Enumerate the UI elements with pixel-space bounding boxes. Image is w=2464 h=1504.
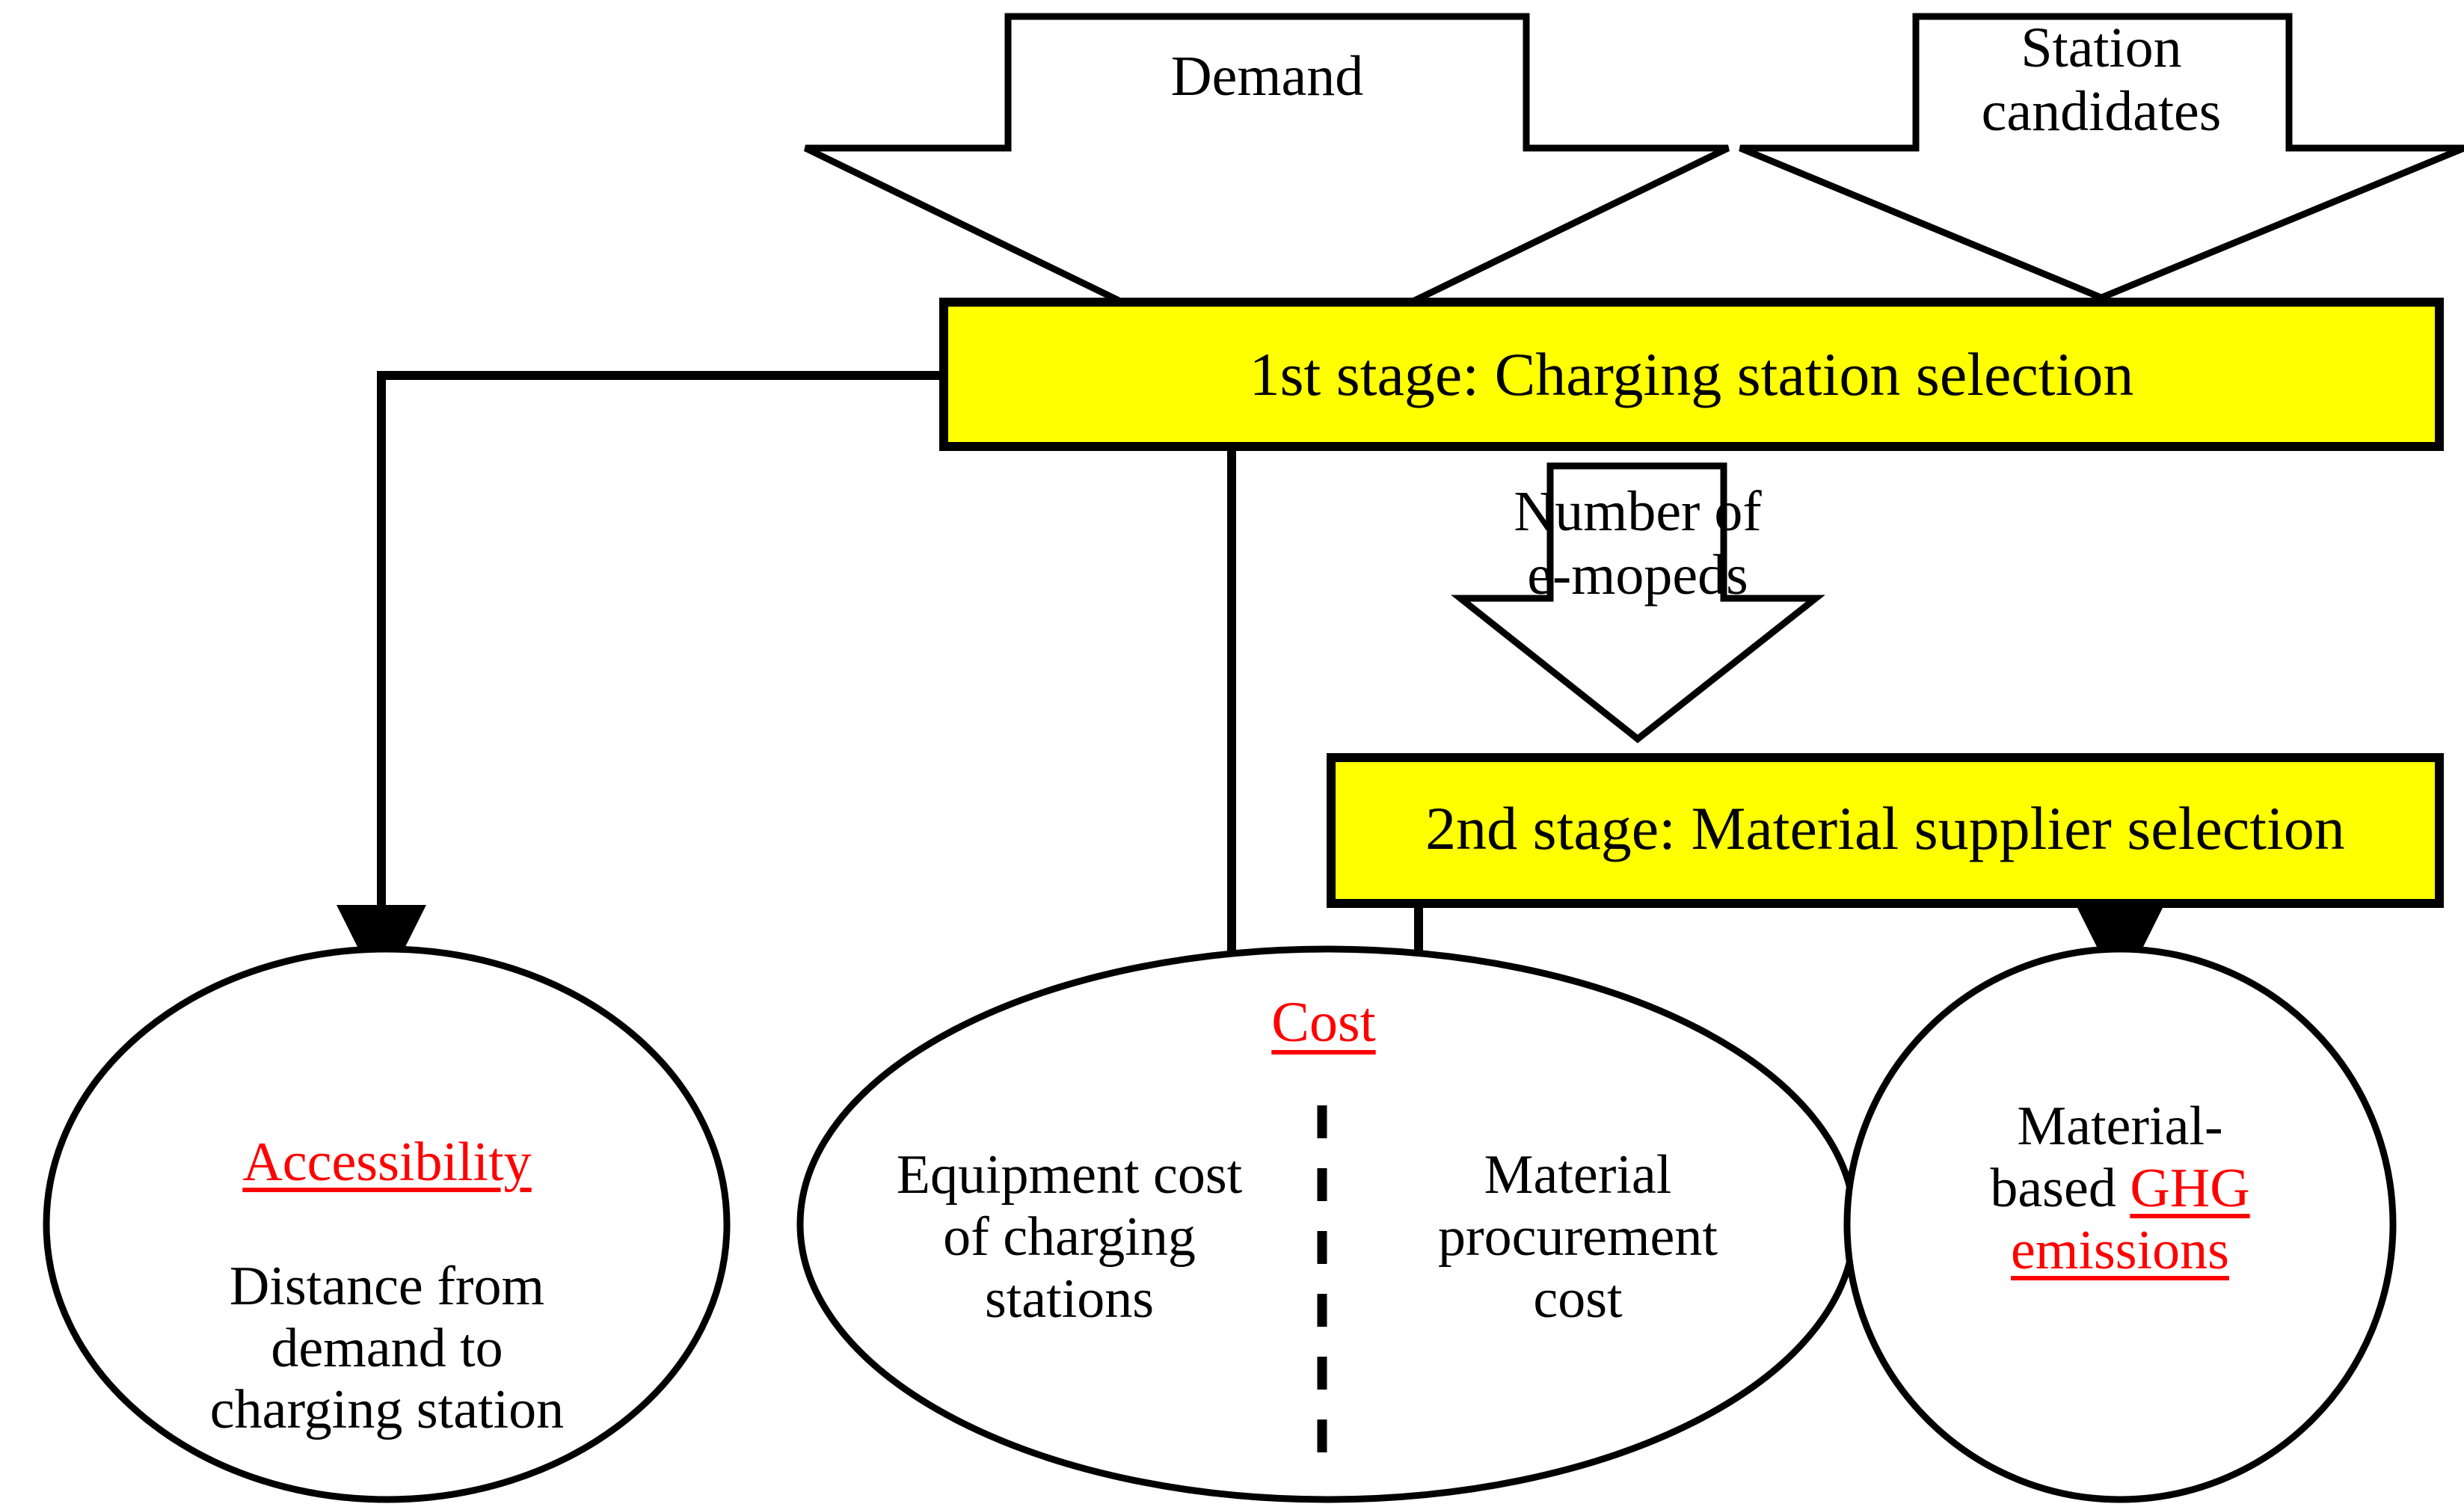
stage-1-box[interactable] [939,298,2444,451]
objective-ghg-prefix: Material- based [1990,1096,2223,1219]
objective-ghg-emissions-text: Material- based GHG emissions [1881,1096,2359,1282]
objective-material-procurement-cost-text: Material procurement cost [1438,1144,1718,1330]
connector-stage1-to-accessibility [337,371,944,995]
cost-group-label: Cost [1271,991,1376,1054]
objective-accessibility-body: Distance from demand to charging station [209,1255,565,1441]
block-arrow-demand-label: Demand [1170,45,1364,108]
stage-1-label: 1st stage: Charging station selection [1249,340,2134,408]
objective-ghg-circle[interactable] [1843,945,2397,1503]
objective-accessibility-text: Accessibility Distance from demand to ch… [75,1069,699,1503]
block-arrow-station-candidates [1739,13,2464,301]
objective-accessibility-highlight: Accessibility [242,1131,532,1193]
block-arrow-number-of-e-mopeds-label: Number of e-mopeds [1514,480,1762,607]
block-arrow-demand [804,13,1730,377]
stage-2-label: 2nd stage: Material supplier selection [1425,794,2345,862]
objective-accessibility-ellipse[interactable] [43,945,731,1503]
objective-ghg-highlight-1: GHG [2130,1157,2250,1219]
objective-equipment-cost-text: Equipment cost of charging stations [896,1144,1243,1330]
objective-ghg-highlight-2: emissions [2011,1219,2229,1281]
stage-2-box[interactable] [1327,753,2444,908]
block-arrow-station-candidates-label: Station candidates [1981,16,2222,144]
block-arrow-number-of-e-mopeds [1451,462,1825,743]
